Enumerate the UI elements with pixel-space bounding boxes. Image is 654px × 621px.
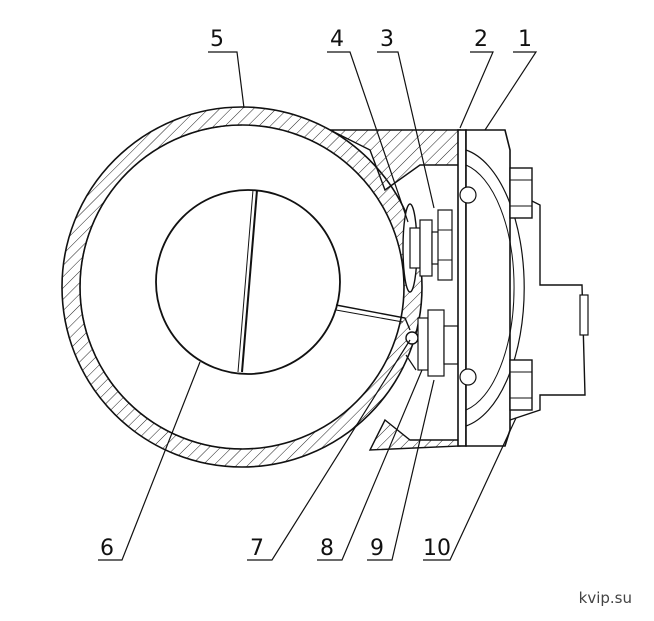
callout-7: 7 xyxy=(250,536,264,561)
lever-arm xyxy=(335,304,411,331)
callout-6: 6 xyxy=(100,536,114,561)
bolt-lower xyxy=(459,359,533,411)
watermark: kvip.su xyxy=(578,589,632,607)
valve-assembly-upper xyxy=(402,203,453,293)
housing-ring xyxy=(61,106,423,468)
callout-5: 5 xyxy=(210,27,224,52)
float-ball xyxy=(155,189,341,375)
flange-cover xyxy=(457,129,589,447)
callout-4: 4 xyxy=(330,27,344,52)
callout-1: 1 xyxy=(518,27,532,52)
housing-lugs xyxy=(329,129,461,451)
bolt-upper xyxy=(459,167,533,219)
valve-assembly-lower xyxy=(405,309,459,377)
leader-lines xyxy=(98,51,538,561)
callout-8: 8 xyxy=(320,536,334,561)
callout-10: 10 xyxy=(423,536,451,561)
callout-9: 9 xyxy=(370,536,384,561)
callout-3: 3 xyxy=(380,27,394,52)
callout-2: 2 xyxy=(474,27,488,52)
